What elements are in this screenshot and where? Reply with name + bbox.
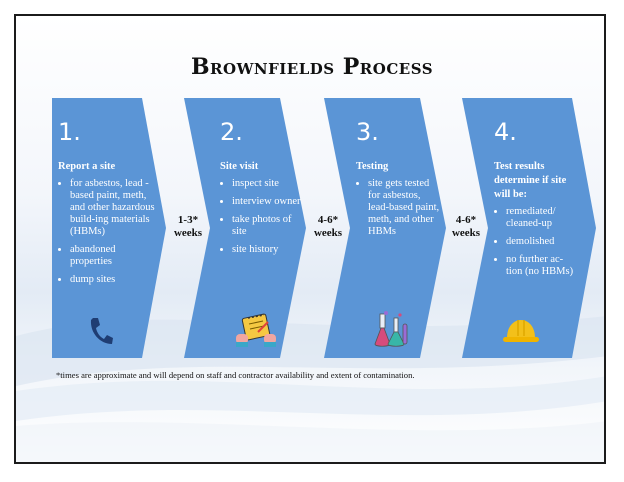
- list-item: remediated/ cleaned-up: [506, 206, 576, 230]
- duration-unit: weeks: [173, 227, 203, 239]
- background-swoosh: [16, 316, 604, 462]
- list-item: inspect site: [232, 178, 308, 190]
- lab-flasks-icon: [374, 311, 408, 347]
- duration-unit: weeks: [313, 227, 343, 239]
- list-item: dump sites: [70, 274, 156, 286]
- list-item: take photos of site: [232, 214, 308, 238]
- duration-value: 1-3*: [177, 214, 199, 226]
- chevron-step-3: [324, 98, 446, 358]
- clipboard-hands-icon: [236, 313, 276, 347]
- duration-value: 4-6*: [317, 214, 339, 226]
- step-heading: Test results determine if site will be:: [494, 161, 567, 200]
- duration-value: 4-6*: [455, 214, 477, 226]
- step-number: 1.: [58, 118, 81, 146]
- step-heading: Report a site: [58, 161, 116, 172]
- step-number: 2.: [220, 118, 243, 146]
- footnote: *times are approximate and will depend o…: [56, 370, 415, 380]
- chevron-step-2: [184, 98, 306, 358]
- duration-2-3: 4-6* weeks: [308, 214, 348, 240]
- page-title: Brownfields Process: [190, 54, 434, 80]
- chevron-step-1: [52, 98, 166, 358]
- step-heading: Site visit: [220, 161, 259, 172]
- step-number: 4.: [494, 118, 517, 146]
- list-item: site gets tested for asbestos, lead-base…: [368, 178, 444, 238]
- hard-hat-icon: [503, 320, 539, 342]
- step-number: 3.: [356, 118, 379, 146]
- list-item: abandoned properties: [70, 244, 156, 268]
- duration-1-2: 1-3* weeks: [168, 214, 208, 240]
- step-4: 4. Test results determine if site will b…: [494, 120, 576, 284]
- list-item: interview owner: [232, 196, 308, 208]
- step-bullets: site gets tested for asbestos, lead-base…: [356, 178, 444, 238]
- duration-3-4: 4-6* weeks: [446, 214, 486, 240]
- slide-frame: Brownfields Process 1. Report a site for…: [14, 14, 606, 464]
- step-1: 1. Report a site for asbestos, lead -bas…: [58, 120, 156, 292]
- chevron-step-4: [462, 98, 596, 358]
- phone-icon: [90, 318, 113, 344]
- step-2: 2. Site visit inspect site interview own…: [220, 120, 308, 262]
- process-chevrons: [52, 98, 596, 358]
- step-3: 3. Testing site gets tested for asbestos…: [356, 120, 444, 244]
- step-heading: Testing: [356, 161, 389, 172]
- step-bullets: inspect site interview owner take photos…: [220, 178, 308, 256]
- list-item: no further ac-tion (no HBMs): [506, 254, 576, 278]
- list-item: demolished: [506, 236, 576, 248]
- step-bullets: remediated/ cleaned-up demolished no fur…: [494, 206, 576, 278]
- duration-unit: weeks: [451, 227, 481, 239]
- step-bullets: for asbestos, lead -based paint, meth, a…: [58, 178, 156, 286]
- list-item: site history: [232, 244, 308, 256]
- list-item: for asbestos, lead -based paint, meth, a…: [70, 178, 156, 238]
